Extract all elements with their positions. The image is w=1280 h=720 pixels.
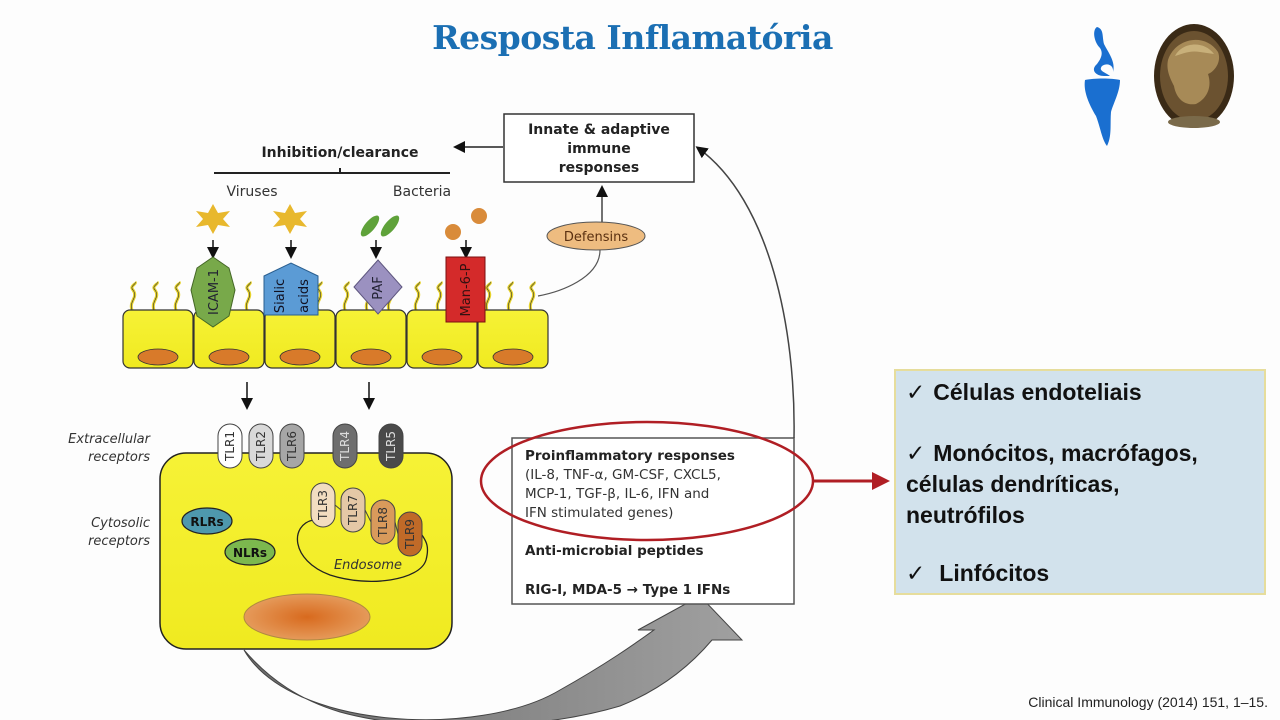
tlr-receptor-tlr4: TLR4: [332, 423, 358, 469]
rig-mda-label: RIG-I, MDA-5 → Type 1 IFNs: [525, 582, 730, 598]
microvillus: [506, 280, 514, 313]
virus-icon: [196, 204, 230, 234]
immune-box-line-1: Innate & adaptive: [528, 122, 670, 138]
epithelial-nucleus: [137, 348, 179, 366]
tlr-receptor-tlr7-label: TLR7: [346, 495, 360, 526]
checkmark-icon: ✓: [906, 440, 926, 466]
svg-text:Man-6-P: Man-6-P: [459, 263, 474, 316]
microvillus: [129, 280, 137, 313]
tlr-receptor-tlr6: TLR6: [279, 423, 305, 469]
virus-icon: [273, 204, 307, 234]
cell-types-box: ✓Células endoteliais ✓Monócitos, macrófa…: [894, 369, 1266, 595]
cytosolic-receptors-label-2: receptors: [88, 534, 150, 549]
epithelial-nucleus: [279, 348, 321, 366]
rlrs-receptor: RLRs: [181, 507, 233, 535]
checkmark-icon: ✓: [906, 560, 926, 586]
svg-text:RLRs: RLRs: [190, 515, 223, 529]
feedback-arrow: [695, 146, 795, 439]
extracellular-receptors-label-2: receptors: [88, 450, 150, 465]
cytokine-line-1: (IL-8, TNF-α, GM-CSF, CXCL5,: [525, 467, 721, 483]
svg-text:ICAM-1: ICAM-1: [207, 269, 222, 315]
epithelial-cell: [122, 280, 194, 369]
university-seal: [1154, 24, 1234, 128]
tlr-receptor-tlr3: TLR3: [310, 482, 336, 528]
tlr-receptor-tlr5-label: TLR5: [384, 431, 398, 462]
tlr-receptor-tlr7: TLR7: [340, 487, 366, 533]
extracellular-receptors-label-1: Extracellular: [68, 432, 152, 447]
paf-molecule: PAF: [353, 259, 403, 315]
checkmark-icon: ✓: [906, 379, 926, 405]
tlr-receptor-tlr1-label: TLR1: [223, 431, 237, 462]
svg-text:Sialic: Sialic: [273, 279, 288, 313]
tlr-receptor-tlr5: TLR5: [378, 423, 404, 469]
microvillus: [342, 280, 350, 313]
cytokine-line-3: IFN stimulated genes): [525, 505, 673, 521]
tlr-receptor-tlr1: TLR1: [217, 423, 243, 469]
tlr-receptor-tlr9-label: TLR9: [403, 519, 417, 550]
microvillus: [435, 280, 443, 313]
cell-type-item: ✓Células endoteliais: [906, 379, 1142, 405]
cell-type-item-continuation: neutrófilos: [906, 502, 1025, 528]
tlr-receptor-tlr2: TLR2: [248, 423, 274, 469]
microvillus: [173, 280, 181, 313]
cell-type-item-continuation: células dendríticas,: [906, 471, 1120, 497]
tlr-receptor-tlr8: TLR8: [370, 499, 396, 545]
nlrs-receptor: NLRs: [224, 538, 276, 566]
inhibition-clearance-label: Inhibition/clearance: [261, 145, 418, 161]
svg-text:NLRs: NLRs: [233, 546, 267, 560]
immune-box-line-2: immune: [567, 141, 630, 157]
tlr-receptor-tlr4-label: TLR4: [338, 431, 352, 462]
microvillus: [528, 280, 536, 313]
tlr-receptor-tlr8-label: TLR8: [376, 507, 390, 538]
defensins-oval: [546, 221, 646, 251]
svg-text:acids: acids: [297, 279, 312, 313]
tlr-receptor-tlr9: TLR9: [397, 511, 423, 557]
icam-1-molecule: ICAM-1: [190, 256, 236, 328]
tlr-receptor-tlr2-label: TLR2: [254, 431, 268, 462]
response-box: [511, 437, 795, 605]
viruses-label: Viruses: [227, 184, 278, 200]
defensins-label: Defensins: [564, 230, 628, 245]
institute-logo: [1084, 27, 1120, 146]
bacteria-label: Bacteria: [393, 184, 451, 200]
sialic-acids-molecule: Sialic acids: [263, 262, 319, 316]
signaling-arrow: [243, 595, 744, 720]
microvillus: [484, 280, 492, 313]
epithelial-nucleus: [492, 348, 534, 366]
tlr-receptor-tlr6-label: TLR6: [285, 431, 299, 462]
endosome-label: Endosome: [334, 558, 402, 573]
extracellular-tlrs: TLR1 TLR2 TLR6 TLR4 TLR5: [217, 423, 404, 469]
epithelial-nucleus: [421, 348, 463, 366]
proinflammatory-heading: Proinflammatory responses: [525, 448, 735, 464]
tlr-receptor-tlr3-label: TLR3: [316, 490, 330, 521]
cytokine-line-2: MCP-1, TGF-β, IL-6, IFN and: [525, 486, 709, 502]
microvillus: [413, 280, 421, 313]
cell-type-item: ✓Monócitos, macrófagos,: [906, 440, 1198, 466]
svg-text:PAF: PAF: [371, 276, 386, 299]
man-6-p-molecule: Man-6-P: [445, 256, 486, 323]
immune-box-line-3: responses: [559, 160, 640, 176]
slide-title: Resposta Inflamatória: [432, 18, 833, 57]
microvillus: [244, 280, 252, 313]
epithelial-nucleus: [208, 348, 250, 366]
innate-adaptive-box: [503, 113, 695, 183]
cell-type-item: ✓Linfócitos: [906, 560, 1050, 586]
antimicrobial-peptides-label: Anti-microbial peptides: [525, 543, 704, 559]
defensins-connector: [537, 249, 601, 297]
citation: Clinical Immunology (2014) 151, 1–15.: [1028, 694, 1268, 710]
endosomal-tlrs: TLR3 TLR7 TLR8 TLR9: [310, 482, 423, 557]
coccus-bacteria-icon: [445, 208, 487, 240]
cell-nucleus: [243, 593, 371, 641]
rod-bacteria-icon: [360, 215, 400, 237]
epithelial-nucleus: [350, 348, 392, 366]
cytosolic-receptors-label-1: Cytosolic: [91, 516, 150, 531]
endosome-membrane: [296, 519, 429, 582]
microvillus: [151, 280, 159, 313]
epithelial-cell: [477, 280, 549, 369]
